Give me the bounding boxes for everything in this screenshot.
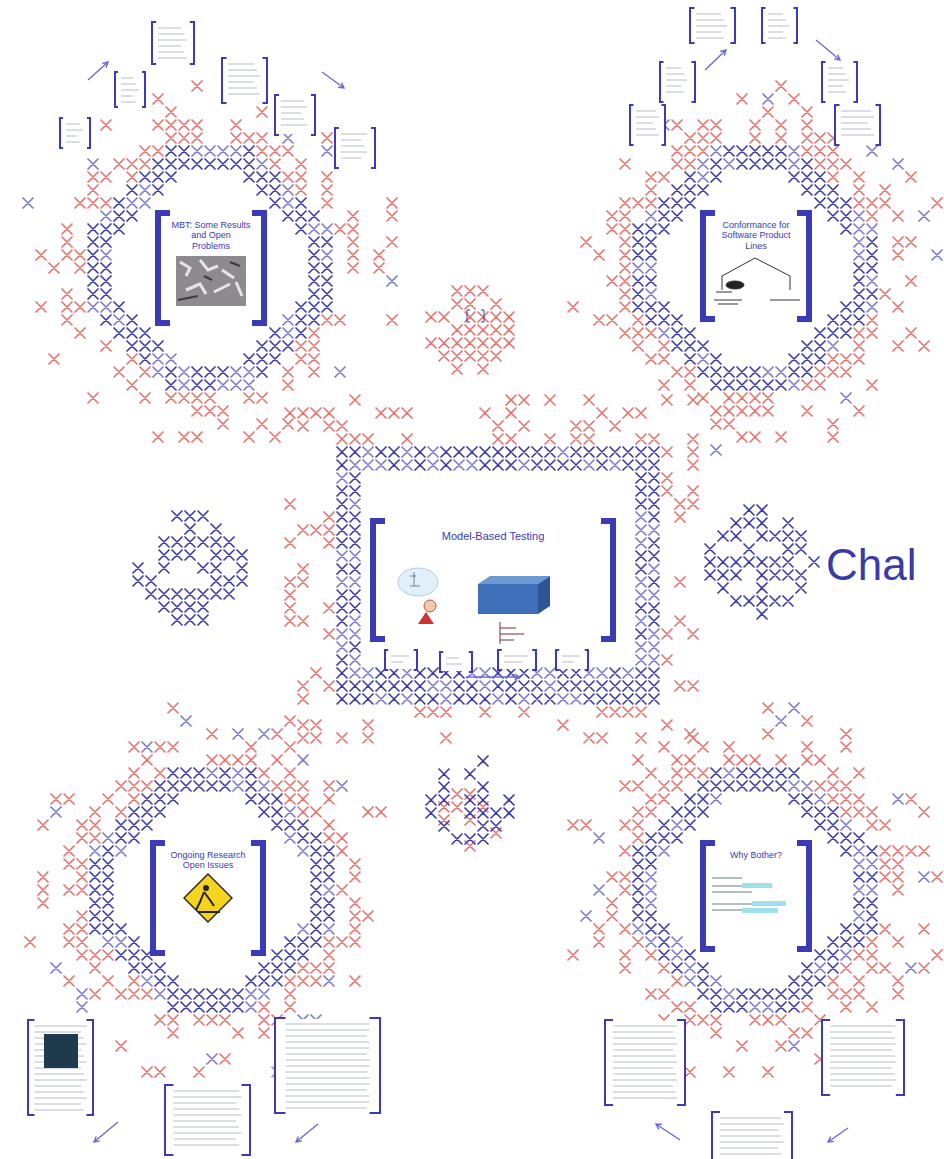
preview-text-lines bbox=[562, 656, 580, 662]
bracket-frame: Ongoing Research Open Issues bbox=[150, 840, 266, 956]
preview-image bbox=[44, 1034, 78, 1068]
preview-text-lines bbox=[828, 68, 849, 92]
preview-text-lines bbox=[34, 1026, 87, 1110]
preview-text-lines bbox=[281, 101, 307, 125]
preview-text-lines bbox=[841, 111, 874, 135]
preview-frame bbox=[822, 1020, 904, 1095]
preview-ground bbox=[823, 1021, 903, 1094]
bracket-frame: Model-Based Testing bbox=[370, 518, 616, 642]
preview-text-lines bbox=[66, 124, 83, 142]
preview-text-lines bbox=[281, 1024, 373, 1108]
tree-illustration bbox=[714, 258, 800, 304]
preview-frame bbox=[115, 72, 145, 107]
cross-stitch bbox=[25, 81, 943, 1078]
preview-frame bbox=[630, 105, 665, 145]
preview-frame bbox=[762, 8, 797, 43]
preview-ground bbox=[557, 651, 587, 669]
preview-text-lines bbox=[228, 64, 260, 94]
photo-illustration bbox=[176, 256, 246, 306]
bracket-frame: Why Bother? bbox=[700, 840, 812, 952]
preview-ground bbox=[116, 73, 144, 106]
preview-frame bbox=[822, 62, 857, 102]
preview-frame bbox=[152, 22, 194, 64]
preview-ground bbox=[166, 1086, 249, 1154]
heading-fragment: Chal bbox=[826, 540, 917, 590]
flow-arrow bbox=[466, 674, 520, 680]
preview-frame bbox=[28, 1020, 93, 1115]
preview-frame bbox=[335, 128, 375, 168]
preview-ground bbox=[29, 1021, 92, 1114]
preview-frame bbox=[605, 1020, 685, 1105]
flow-arrow bbox=[88, 62, 108, 80]
preview-frame bbox=[275, 1018, 380, 1113]
frame-title: Model-Based Testing bbox=[388, 518, 598, 543]
bracket-frame: Conformance for Software Product Lines bbox=[700, 210, 812, 322]
preview-ground bbox=[223, 59, 266, 102]
text-lines-illustration bbox=[712, 878, 786, 913]
preview-ground bbox=[836, 106, 879, 144]
preview-ground bbox=[276, 96, 314, 134]
preview-text-lines bbox=[768, 14, 789, 38]
cross-stitch bbox=[23, 94, 943, 1065]
flow-arrow bbox=[816, 40, 840, 60]
flow-arrow bbox=[828, 1128, 848, 1142]
preview-ground bbox=[61, 119, 89, 147]
preview-ground bbox=[276, 1019, 379, 1112]
preview-ground bbox=[661, 63, 694, 101]
frame-title: Why Bother? bbox=[716, 840, 796, 860]
preview-text-lines bbox=[828, 1026, 898, 1086]
preview-text-lines bbox=[611, 1026, 679, 1098]
preview-frame bbox=[222, 58, 267, 103]
preview-frame bbox=[60, 118, 90, 148]
frame-title: Ongoing Research Open Issues bbox=[166, 840, 250, 871]
preview-frame bbox=[440, 652, 472, 672]
preview-ground bbox=[606, 1021, 684, 1104]
preview-ground bbox=[499, 651, 535, 669]
cross-stitch bbox=[88, 146, 878, 1013]
preview-ground bbox=[336, 129, 374, 167]
preview-ground bbox=[386, 651, 416, 669]
flow-arrow bbox=[705, 50, 726, 70]
preview-ground bbox=[441, 653, 471, 671]
preview-frame bbox=[556, 650, 588, 670]
preview-text-lines bbox=[158, 28, 187, 58]
warning-sign-illustration bbox=[184, 874, 232, 922]
preview-text-lines bbox=[666, 68, 687, 92]
preview-frame bbox=[712, 1112, 792, 1159]
frame-title: Conformance for Software Product Lines bbox=[716, 210, 796, 251]
preview-ground bbox=[823, 63, 856, 101]
preview-text-lines bbox=[391, 656, 409, 662]
bracket-frame: MBT: Some Results and Open Problems bbox=[155, 210, 267, 326]
preview-text-lines bbox=[696, 14, 727, 38]
preview-text-lines bbox=[636, 111, 659, 135]
preview-ground bbox=[713, 1113, 791, 1159]
preview-text-lines bbox=[718, 1118, 784, 1154]
preview-frame bbox=[165, 1085, 250, 1155]
preview-text-lines bbox=[171, 1091, 242, 1145]
preview-text-lines bbox=[121, 78, 139, 102]
preview-frame bbox=[660, 62, 695, 102]
preview-frame bbox=[385, 650, 417, 670]
frame-title: MBT: Some Results and Open Problems bbox=[171, 210, 251, 251]
preview-frame bbox=[690, 8, 735, 43]
preview-ground bbox=[153, 23, 193, 63]
preview-text-lines bbox=[446, 658, 462, 664]
preview-text-lines bbox=[341, 134, 367, 158]
flow-arrow bbox=[322, 72, 344, 88]
preview-ground bbox=[631, 106, 664, 144]
mbt-illustration bbox=[398, 568, 550, 644]
flow-arrow bbox=[296, 1124, 318, 1142]
preview-text-lines bbox=[504, 656, 528, 662]
flow-arrow bbox=[656, 1124, 680, 1140]
flow-arrow bbox=[94, 1122, 118, 1142]
preview-ground bbox=[763, 9, 796, 42]
preview-ground bbox=[691, 9, 734, 42]
preview-frame bbox=[835, 105, 880, 145]
preview-frame bbox=[498, 650, 536, 670]
preview-frame bbox=[275, 95, 315, 135]
heart-bracket bbox=[467, 310, 484, 322]
